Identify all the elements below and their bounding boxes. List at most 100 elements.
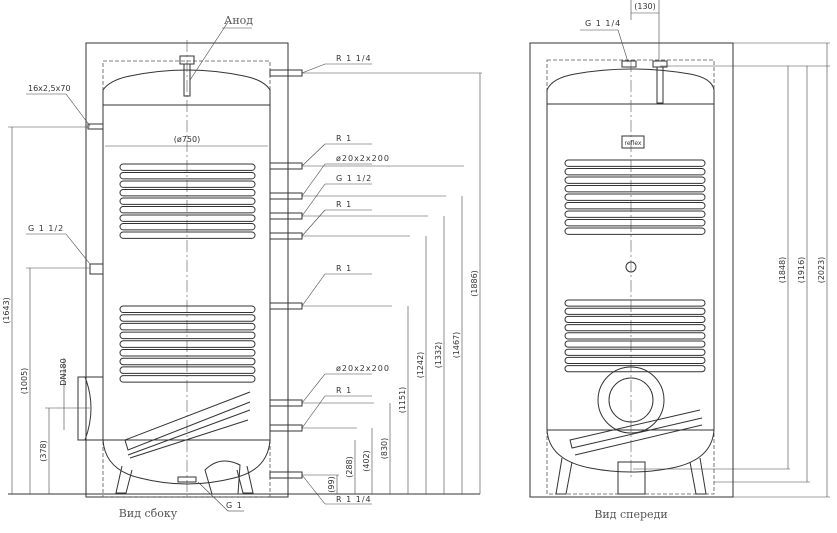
coil-turn [119, 322, 256, 331]
sensor-sleeve [87, 123, 104, 130]
left-port-label: G 1 1/2 [28, 224, 64, 233]
side-envelope [102, 60, 271, 498]
front-dim-1848: (1848) [778, 257, 787, 284]
front-top-port-label: G 1 1/4 [585, 19, 621, 28]
left-port-leader [65, 233, 91, 265]
bottom-port-leader [197, 481, 229, 512]
left-height-dim: (378) [39, 440, 48, 462]
front-view-caption: Вид спереди [594, 508, 667, 521]
side-connection [269, 399, 303, 407]
height-dim: (1886) [470, 270, 479, 297]
bottom-port-label: G 1 [226, 501, 243, 510]
connection-leader [301, 183, 326, 217]
side-coils [119, 163, 256, 459]
bottom-port [177, 476, 197, 483]
front-outline [529, 42, 734, 498]
connection-leader [301, 273, 326, 307]
lower-coil [124, 391, 251, 459]
front-flange [597, 366, 665, 434]
side-connection [269, 232, 303, 240]
side-connection [269, 69, 303, 77]
coil-turn [564, 365, 706, 373]
coil-turn [564, 202, 706, 210]
coil-turn [564, 348, 706, 356]
reflex-badge-text: reflex [625, 140, 642, 147]
coil-turn [564, 332, 706, 340]
coil-turn [119, 214, 256, 222]
connection-label: R 1 [336, 386, 352, 395]
coil-turn [119, 331, 256, 340]
side-connection [269, 424, 303, 432]
coil-turn [564, 193, 706, 201]
flange-label: DN180 [59, 358, 68, 385]
coil-turn [119, 163, 256, 171]
connection-label: R 1 [336, 134, 352, 143]
connection-label: G 1 1/2 [336, 174, 372, 183]
height-dim: (1332) [434, 342, 443, 369]
coil-turn [119, 223, 256, 231]
coil-turn [564, 159, 706, 167]
height-dim: (99) [327, 476, 336, 492]
height-dim: (1151) [398, 387, 407, 414]
front-bottom-foot [617, 461, 646, 495]
coil-turn [564, 340, 706, 348]
anode-label: Анод [224, 14, 253, 27]
front-dim-2023: (2023) [817, 257, 826, 284]
side-connection [269, 162, 303, 170]
front-flange-inner [608, 377, 654, 423]
coil-turn [564, 168, 706, 176]
coil-turn [564, 307, 706, 315]
coil-turn [564, 356, 706, 365]
coil-turn [564, 324, 706, 332]
coil-turn [564, 210, 706, 218]
connection-leader [301, 209, 326, 237]
side-connection [269, 192, 303, 200]
left-height-dim: (1643) [2, 297, 11, 324]
height-dim: (830) [380, 438, 389, 460]
front-legs [555, 457, 707, 495]
coil-turn [564, 299, 706, 307]
tank-body [102, 69, 271, 485]
connection-leader [301, 395, 326, 429]
connection-leader [301, 143, 326, 167]
bottom-foot [204, 460, 241, 495]
height-dim: (402) [362, 450, 371, 472]
coil-turn [119, 366, 256, 374]
coil-turn [119, 172, 256, 180]
coil-turn [119, 340, 256, 348]
left-port [89, 263, 104, 275]
connection-leader [301, 163, 326, 197]
connection-label: R 1 1/4 [336, 495, 372, 504]
top-port-leader [617, 29, 629, 63]
front-middle-port [625, 261, 637, 273]
coil-turn [119, 314, 256, 322]
connection-label: R 1 [336, 200, 352, 209]
anode-leader [189, 21, 229, 81]
coil-turn [564, 176, 706, 184]
diameter-label: (ø750) [174, 135, 200, 144]
front-anode [656, 66, 664, 104]
coil-turn [119, 197, 256, 205]
front-tank-body [546, 68, 715, 473]
coil-turn [564, 185, 706, 193]
spacing-dim: (130) [634, 2, 656, 11]
side-connection [269, 471, 303, 479]
connection-leader [301, 63, 326, 74]
front-view: reflex (130) G 1 1/4 (1848) (1916) (2023… [529, 0, 830, 498]
side-left-dimensions: (1643)(1005)(378) [2, 126, 90, 494]
side-connection [269, 212, 303, 220]
height-dim: (1242) [416, 352, 425, 379]
front-coils [564, 159, 706, 456]
connection-label: R 1 1/4 [336, 54, 372, 63]
front-lower-coil [569, 409, 703, 456]
reflex-badge [621, 135, 645, 149]
side-view-caption: Вид сбоку [119, 507, 178, 520]
coil-turn [119, 206, 256, 214]
coil-turn [119, 375, 256, 383]
coil-turn [119, 180, 256, 188]
front-dim-1916: (1916) [797, 257, 806, 284]
sensor-sleeve-leader [65, 93, 91, 127]
front-top-port [621, 60, 637, 68]
